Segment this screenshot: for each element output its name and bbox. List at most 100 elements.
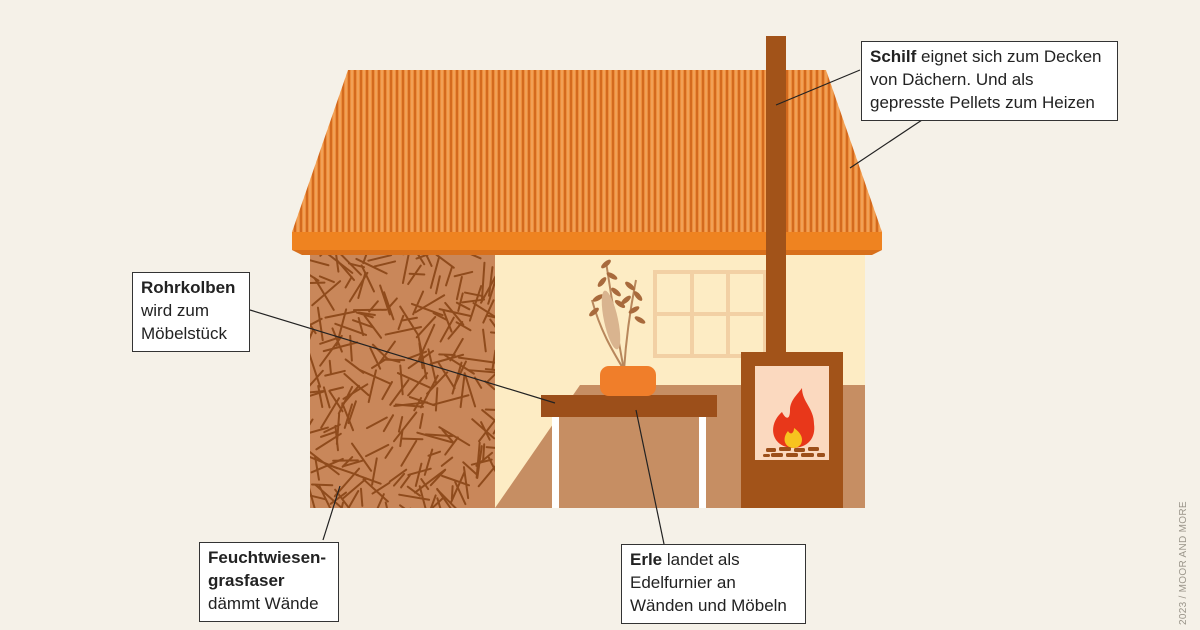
grass-fiber-strand — [468, 285, 483, 322]
grass-fiber-strand — [351, 319, 375, 329]
grass-fiber-strand — [310, 259, 330, 267]
grass-fiber-strand — [419, 413, 424, 429]
grass-fiber-strand — [457, 292, 464, 312]
grass-fiber-strand — [371, 457, 378, 486]
grass-fiber-strand — [470, 458, 493, 466]
grass-fiber-strand — [334, 488, 351, 508]
grass-fiber-strand — [488, 266, 494, 297]
grass-fiber-strand — [436, 488, 457, 508]
grass-fiber-strand — [455, 301, 471, 311]
grass-fiber-strand — [408, 396, 436, 407]
reed-leaf — [614, 299, 626, 309]
grass-fiber-strand — [444, 436, 459, 456]
grass-fiber-strand — [334, 322, 368, 336]
grass-fiber-strand — [482, 443, 486, 462]
grass-fiber-strand — [341, 402, 355, 432]
grass-fiber-strand — [314, 483, 343, 508]
grass-fiber-strand — [438, 353, 456, 357]
grass-fiber-strand — [310, 334, 312, 337]
grass-fiber-strand — [434, 387, 439, 412]
grass-fiber-strand — [485, 446, 495, 449]
grass-fiber-strand — [455, 321, 472, 332]
reed-leaf — [592, 294, 604, 302]
grass-fiber-strand — [342, 459, 364, 468]
grass-fiber-strand — [486, 314, 495, 319]
grass-fiber-strand — [367, 369, 377, 404]
grass-fiber-strand — [487, 278, 495, 305]
grass-fiber-strand — [475, 441, 481, 479]
grass-fiber-strand — [343, 372, 370, 397]
thatched-roof — [292, 70, 882, 232]
grass-fiber-strand — [461, 298, 486, 304]
grass-fiber-strand — [453, 270, 474, 278]
grass-fiber-strand — [430, 496, 445, 508]
roof-edge — [292, 232, 882, 250]
grass-fiber-strand — [407, 372, 429, 397]
grass-fiber-strand — [415, 315, 437, 339]
grass-fiber-strand — [431, 394, 470, 406]
grass-fiber-strand — [428, 515, 447, 530]
grass-fiber-strand — [328, 390, 344, 413]
grass-fiber-strand — [414, 294, 446, 314]
grass-fiber-strand — [484, 408, 495, 411]
reed-leaf — [628, 306, 640, 314]
grass-fiber-strand — [399, 305, 420, 337]
grass-fiber-strand — [464, 373, 477, 408]
grass-fiber-strand — [384, 325, 423, 336]
grass-fiber-strand — [319, 334, 343, 367]
grass-fiber-strand — [443, 354, 475, 375]
grass-fiber-strand — [482, 328, 487, 353]
grass-fiber-strand — [468, 369, 495, 374]
grass-fiber-strand — [393, 401, 428, 407]
grass-fiber-strand — [324, 310, 357, 319]
grass-fiber-strand — [350, 442, 373, 472]
grass-fiber-strand — [439, 316, 455, 343]
reed-leaf — [611, 287, 621, 297]
grass-fiber-strand — [455, 275, 463, 301]
grass-fiber-strand — [435, 275, 441, 295]
grass-fiber-strand — [399, 504, 406, 508]
grass-fiber-strand — [319, 431, 337, 438]
grass-fiber-strand — [369, 346, 382, 370]
callout-rohrkolben: Rohrkolben wird zum Möbelstück — [132, 272, 250, 352]
grass-fiber-strand — [491, 349, 495, 371]
reed-leaf — [601, 259, 611, 269]
grass-fiber-strand — [373, 260, 397, 268]
pellet-stove — [741, 352, 843, 508]
grass-fiber-strand — [438, 308, 471, 317]
grass-fiber-strand — [492, 429, 495, 435]
callout-schilf: Schilf eignet sich zum Decken von Dächer… — [861, 41, 1118, 121]
grass-fiber-strand — [410, 302, 444, 317]
grass-fiber-strand — [450, 485, 454, 500]
grass-fiber-strand — [441, 474, 471, 487]
grass-fiber-strand — [435, 253, 455, 269]
grass-fiber-strand — [269, 395, 302, 404]
reed-leaf — [606, 272, 618, 280]
grass-fiber-strand — [389, 379, 410, 406]
grass-fiber-strand — [397, 314, 405, 331]
grass-fiber-strand — [440, 456, 454, 467]
alder-table — [541, 395, 717, 508]
window — [653, 270, 767, 358]
grass-fiber-strand — [362, 478, 389, 503]
grass-fiber-strand — [401, 437, 424, 441]
credit-line: 2023 / MOOR AND MORE — [1178, 501, 1189, 625]
grass-fiber-strand — [487, 456, 495, 473]
grass-fiber-strand — [310, 426, 329, 434]
leader-lines — [249, 69, 926, 545]
grass-fiber-strand — [360, 264, 375, 293]
grass-fiber-strand — [305, 302, 306, 321]
grass-fiber-strand — [459, 372, 466, 409]
grass-fiber-strand — [329, 491, 348, 505]
grass-fiber-strand — [449, 470, 466, 504]
grass-fiber-strand — [367, 254, 393, 262]
grass-fiber-strand — [335, 413, 341, 445]
grass-fiber-strand — [379, 284, 391, 316]
grass-fiber-strand — [432, 312, 448, 321]
grass-fiber-strand — [429, 494, 437, 508]
reed-leaf — [633, 291, 643, 301]
grass-fiber-strand — [398, 493, 431, 501]
chimney-pipe — [766, 36, 786, 352]
grass-fiber-strand — [463, 291, 484, 298]
grass-fiber-strand — [462, 461, 477, 475]
